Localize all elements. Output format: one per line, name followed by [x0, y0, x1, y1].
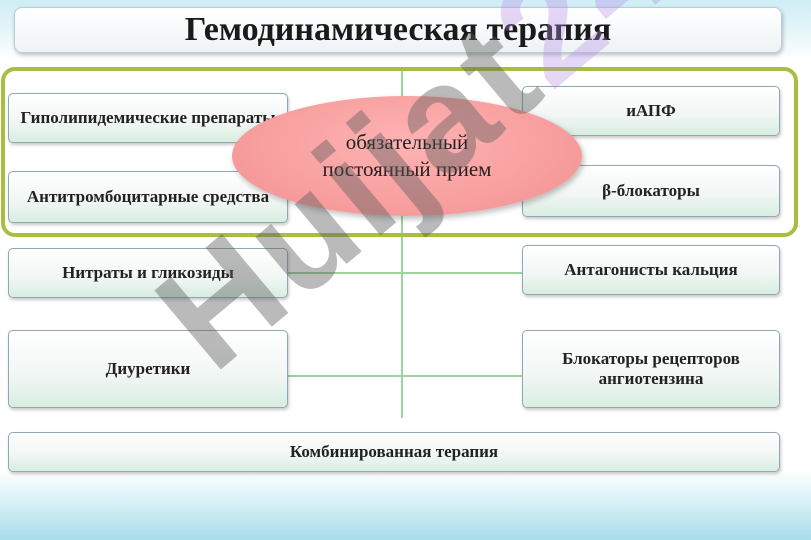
- box-lipid-lowering: Гиполипидемические препараты: [8, 93, 288, 143]
- box-calcium-antagonists: Антагонисты кальция: [522, 245, 780, 295]
- background-bottom: [0, 470, 811, 540]
- box-antiplatelet: Антитромбоцитарные средства: [8, 171, 288, 223]
- box-diuretics: Диуретики: [8, 330, 288, 408]
- box-angiotensin-receptor-blockers: Блокаторы рецепторов ангиотензина: [522, 330, 780, 408]
- vertical-connector: [401, 68, 403, 418]
- mandatory-intake-ellipse: обязательный постоянный прием: [232, 96, 582, 216]
- box-combination-therapy: Комбинированная терапия: [8, 432, 780, 472]
- mandatory-intake-label: обязательный постоянный прием: [322, 130, 492, 181]
- mandatory-group-frame: [1, 67, 798, 237]
- connector-row-3: [288, 272, 522, 274]
- box-ace-inhibitors: иАПФ: [522, 86, 780, 136]
- page-title: Гемодинамическая терапия: [14, 7, 782, 53]
- connector-row-4: [288, 375, 522, 377]
- box-nitrates: Нитраты и гликозиды: [8, 248, 288, 298]
